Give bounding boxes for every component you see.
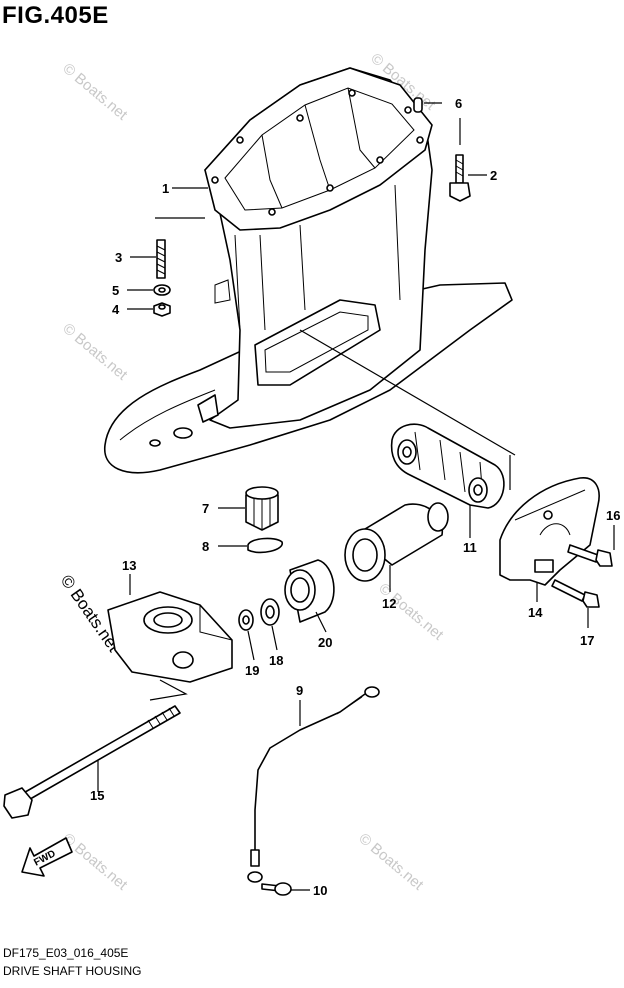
long-bolt [3, 705, 181, 819]
callout-2: 2 [490, 168, 497, 183]
callout-16: 16 [606, 508, 620, 523]
figure-title: FIG.405E [2, 2, 109, 29]
callout-19: 19 [245, 663, 259, 678]
leader-lines [97, 102, 615, 891]
callout-1: 1 [162, 181, 169, 196]
washer-19 [238, 609, 254, 631]
bushing [284, 559, 335, 623]
fwd-arrow: FWD [21, 837, 73, 877]
callout-6: 6 [455, 96, 462, 111]
bolt-17 [551, 579, 600, 608]
mount-rubber [390, 423, 505, 509]
nut-7 [245, 486, 279, 531]
drive-shaft-housing [104, 67, 513, 474]
damper-cylinder [344, 502, 449, 582]
callout-5: 5 [112, 283, 119, 298]
callout-10: 10 [313, 883, 327, 898]
bolt-2 [449, 154, 471, 202]
callout-3: 3 [115, 250, 122, 265]
callout-15: 15 [90, 788, 104, 803]
nut-4 [153, 302, 171, 317]
bolt-16 [567, 544, 613, 567]
callout-4: 4 [112, 302, 120, 317]
washer-5 [153, 284, 171, 296]
callout-7: 7 [202, 501, 209, 516]
figure-name: DRIVE SHAFT HOUSING [3, 964, 142, 978]
callout-13: 13 [122, 558, 136, 573]
watermark: © Boats.net [375, 580, 447, 644]
figure-code: DF175_E03_016_405E [3, 946, 129, 960]
watermark: © Boats.net [59, 60, 131, 124]
callout-20: 20 [318, 635, 332, 650]
watermark: © Boats.net [59, 830, 131, 894]
watermark: © Boats.net [59, 320, 131, 384]
callout-11: 11 [463, 540, 477, 555]
ground-wire [247, 686, 380, 883]
watermark: © Boats.net [355, 830, 427, 894]
callout-9: 9 [296, 683, 303, 698]
callout-17: 17 [580, 633, 594, 648]
screw-10 [261, 882, 292, 896]
ring-8 [247, 537, 283, 554]
dowel-pin [413, 97, 423, 113]
clamp-block [107, 591, 233, 683]
callout-18: 18 [269, 653, 283, 668]
callout-labels: 1 2 3 4 5 6 7 8 9 10 11 12 13 14 15 16 1… [90, 96, 620, 898]
callout-12: 12 [382, 596, 396, 611]
washer-18 [260, 598, 280, 626]
stud-bolt [156, 239, 166, 279]
callout-8: 8 [202, 539, 209, 554]
callout-14: 14 [528, 605, 543, 620]
mount-bracket [499, 477, 600, 586]
